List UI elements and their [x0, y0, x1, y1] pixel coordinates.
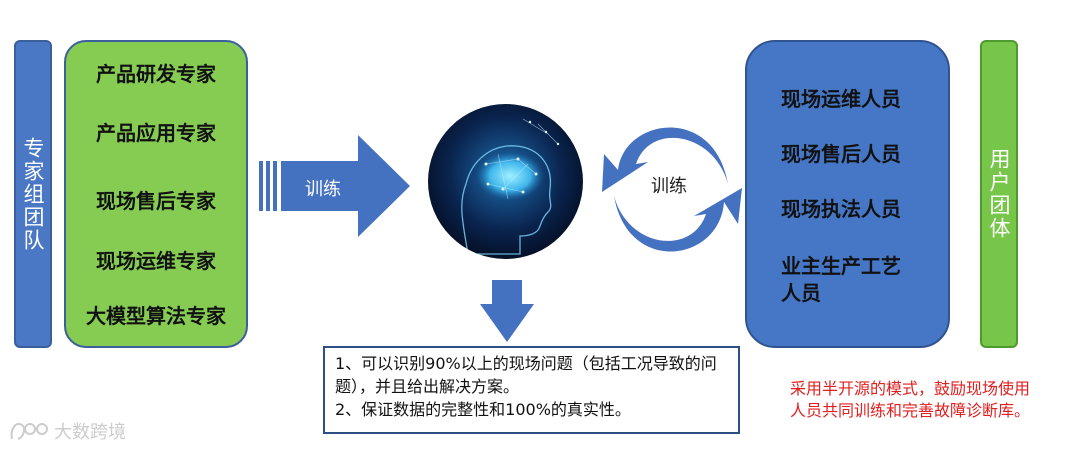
- user-item: 现场售后人员: [781, 142, 901, 166]
- user-group-label: 用户团体: [980, 40, 1018, 348]
- user-item: 现场执法人员: [781, 197, 901, 221]
- watermark-text: 大数跨境: [54, 422, 126, 443]
- watermark-logo-icon: [10, 423, 48, 440]
- user-list-box: 现场运维人员 现场售后人员 现场执法人员 业主生产工艺人员: [745, 40, 950, 348]
- result-item: 2、保证数据的完整性和100%的真实性。: [335, 400, 631, 419]
- user-item: 现场运维人员: [781, 87, 901, 111]
- expert-item: 现场售后专家: [96, 189, 216, 213]
- cycle-arrows: [602, 127, 742, 252]
- open-source-note: 采用半开源的模式，鼓励现场使用人员共同训练和完善故障诊断库。: [790, 379, 1031, 420]
- down-arrow: [480, 280, 534, 342]
- expert-item: 产品研发专家: [96, 62, 216, 86]
- user-group-label-text: 用户团体: [987, 148, 1011, 240]
- result-item: 1、可以识别90%以上的现场问题（包括工况导致的问题），并且给出解决方案。: [335, 354, 717, 396]
- expert-item: 产品应用专家: [96, 121, 216, 145]
- expert-group-label: 专家组团队: [14, 40, 52, 348]
- cycle-training-label: 训练: [651, 176, 687, 197]
- watermark: 大数跨境: [8, 418, 126, 444]
- result-box: 1、可以识别90%以上的现场问题（包括工况导致的问题），并且给出解决方案。 2、…: [323, 346, 740, 434]
- ai-brain-image: [428, 104, 583, 259]
- expert-item: 大模型算法专家: [86, 304, 226, 328]
- expert-list-box: 产品研发专家 产品应用专家 现场售后专家 现场运维专家 大模型算法专家: [64, 40, 248, 348]
- user-item: 业主生产工艺人员: [781, 254, 901, 305]
- expert-group-label-text: 专家组团队: [21, 136, 45, 252]
- expert-item: 现场运维专家: [96, 249, 216, 273]
- training-arrow: [259, 135, 410, 237]
- training-label: 训练: [305, 179, 341, 200]
